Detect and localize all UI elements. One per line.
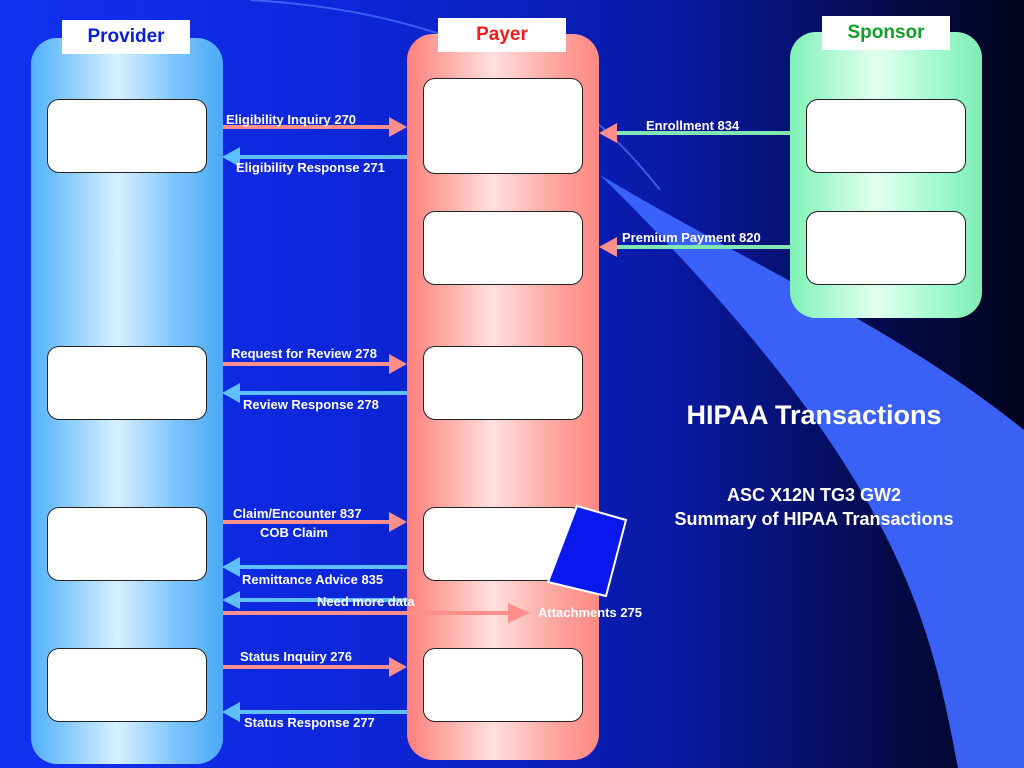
arrow-enrollment [599,123,790,143]
payer-box [423,648,583,722]
payer-box [423,211,583,285]
remittance-advice-label: Remittance Advice 835 [242,572,384,587]
request-review-label: Request for Review 278 [231,346,377,361]
status-response-label: Status Response 277 [244,715,375,730]
need-more-data-label: Need more data [317,594,415,609]
page-subtitle: ASC X12N TG3 GW2 Summary of HIPAA Transa… [640,483,988,531]
attachment-document-icon [546,504,628,598]
arrow-status-inquiry [223,657,407,677]
provider-box [47,99,207,173]
arrow-status-response [222,702,407,722]
arrow-eligibility-response [222,147,407,167]
status-inquiry-label: Status Inquiry 276 [240,649,352,664]
arrow-need-more-data [222,591,407,609]
provider-box [47,648,207,722]
arrow-attachments [223,603,530,623]
claim-encounter-label: Claim/Encounter 837 [233,506,362,521]
arrow-claim-encounter [223,512,407,532]
page-title: HIPAA Transactions [686,400,942,430]
cob-claim-label: COB Claim [260,525,328,540]
provider-box [47,507,207,581]
eligibility-response-label: Eligibility Response 271 [236,160,385,175]
arrow-review-response [222,383,407,403]
provider-label: Provider [62,20,190,54]
sponsor-box [806,99,966,173]
arrow-eligibility-inquiry [223,117,407,137]
arrow-premium-payment [599,237,790,257]
sponsor-box [806,211,966,285]
arrow-remittance-advice [222,557,407,577]
enrollment-label: Enrollment 834 [646,118,740,133]
payer-label: Payer [438,18,566,52]
attachments-label: Attachments 275 [538,605,643,620]
subtitle-line-1: ASC X12N TG3 GW2 [726,485,902,505]
eligibility-inquiry-label: Eligibility Inquiry 270 [226,112,357,127]
provider-box [47,346,207,420]
payer-box [423,78,583,174]
arrow-request-review [223,354,407,374]
payer-box [423,346,583,420]
subtitle-line-2: Summary of HIPAA Transactions [674,509,954,529]
sponsor-label: Sponsor [822,16,950,50]
premium-payment-label: Premium Payment 820 [622,230,761,245]
review-response-label: Review Response 278 [243,397,379,412]
